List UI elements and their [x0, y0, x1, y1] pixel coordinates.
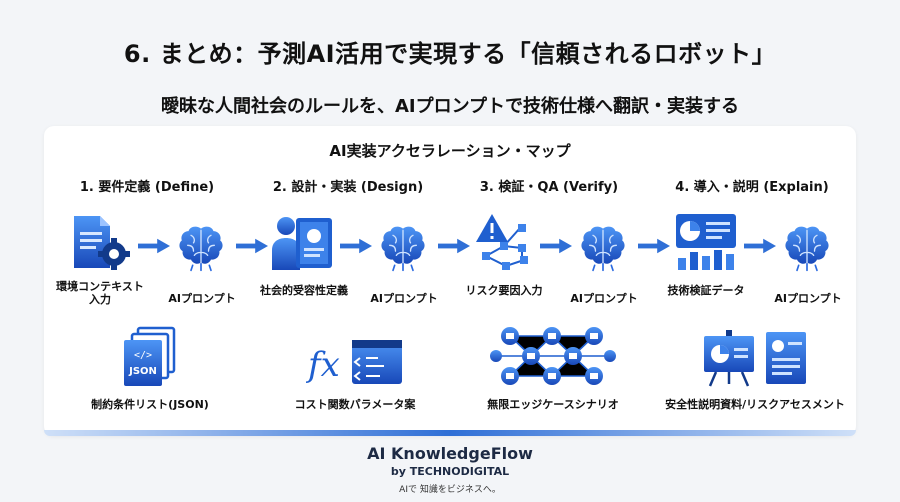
page-subtitle: 曖昧な人間社会のルールを、AIプロンプトで技術仕様へ翻訳・実装する — [160, 96, 740, 117]
output-label-prompt-2: AIプロンプト — [370, 292, 438, 305]
output-label-prompt-4: AIプロンプト — [774, 292, 842, 305]
function-code-icon: fx — [306, 336, 406, 388]
brain-icon — [782, 222, 832, 272]
step-title-explain: 4. 導入・説明 (Explain) — [675, 180, 829, 195]
output-edge-case-scenarios: 無限エッジケースシナリオ — [487, 398, 619, 411]
presentation-report-icon — [700, 330, 810, 388]
scenario-graph-icon — [490, 322, 616, 390]
input-label-acceptance: 社会的受容性定義 — [260, 284, 348, 297]
panel-accent-bar — [44, 430, 856, 436]
svg-text:</>: </> — [134, 350, 152, 361]
svg-text:fx: fx — [306, 345, 340, 385]
input-label-risk: リスク要因入力 — [465, 284, 543, 297]
json-files-icon: </> JSON — [122, 326, 178, 388]
flow-arrow-icon — [540, 238, 572, 254]
output-constraint-list: 制約条件リスト(JSON) — [91, 398, 209, 411]
brand-tagline: AIで 知識をビジネスへ。 — [399, 485, 501, 495]
brain-icon — [378, 222, 428, 272]
person-badge-icon — [270, 212, 336, 272]
svg-text:JSON: JSON — [128, 366, 157, 377]
flow-arrow-icon — [138, 238, 170, 254]
page-title: 6. まとめ：予測AI活用で実現する「信頼されるロボット」 — [123, 40, 777, 68]
output-label-prompt-1: AIプロンプト — [168, 292, 236, 305]
input-label-verification-data: 技術検証データ — [667, 284, 745, 297]
step-title-design: 2. 設計・実装 (Design) — [272, 180, 424, 195]
output-label-prompt-3: AIプロンプト — [570, 292, 638, 305]
document-gear-icon — [70, 214, 132, 272]
flow-arrow-icon — [638, 238, 670, 254]
step-title-verify: 3. 検証・QA (Verify) — [479, 180, 619, 195]
brand-name: AI KnowledgeFlow — [367, 444, 533, 463]
flow-arrow-icon — [236, 238, 268, 254]
warning-network-icon — [474, 212, 534, 272]
output-cost-function: コスト関数パラメータ案 — [294, 398, 416, 411]
flow-arrow-icon — [744, 238, 776, 254]
brand-by: by TECHNODIGITAL — [390, 465, 510, 478]
brain-icon — [176, 222, 226, 272]
map-panel — [44, 126, 856, 436]
output-safety-report: 安全性説明資料/リスクアセスメント — [665, 398, 845, 411]
panel-title: AI実装アクセラレーション・マップ — [329, 142, 571, 160]
input-label-environment: 環境コンテキスト 入力 — [56, 280, 144, 306]
step-title-define: 1. 要件定義 (Define) — [79, 180, 215, 195]
flow-arrow-icon — [340, 238, 372, 254]
flow-arrow-icon — [438, 238, 470, 254]
dashboard-chart-icon — [674, 212, 738, 272]
brain-icon — [578, 222, 628, 272]
